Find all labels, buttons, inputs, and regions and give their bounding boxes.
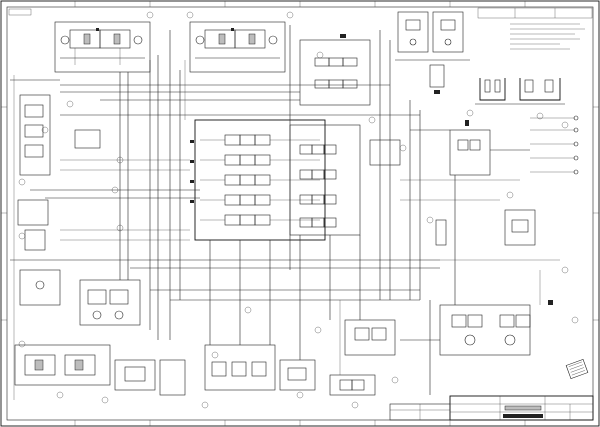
- valve-group-top-left: [54, 21, 151, 73]
- components-upper-right: [395, 11, 470, 94]
- tank-symbols: [475, 78, 565, 105]
- hatched-plate: [565, 358, 589, 380]
- valve-cluster-lower-right: [344, 300, 553, 356]
- left-circuit: [14, 94, 111, 386]
- pilot-valve-right-center: [369, 120, 536, 246]
- callout-balloons: [18, 11, 579, 409]
- title-block: [389, 395, 594, 421]
- actuator-group-bottom: [114, 344, 376, 396]
- hydraulic-lines-thin: [13, 60, 560, 400]
- pump-group-lower-left: [79, 279, 141, 326]
- hydraulic-lines: [10, 25, 530, 395]
- valve-group-top-center: [189, 21, 286, 73]
- notes-block: [477, 7, 593, 50]
- main-control-valve-bank: [190, 119, 326, 241]
- control-valve-upper: [299, 34, 371, 106]
- sensor-list-right: [530, 115, 579, 175]
